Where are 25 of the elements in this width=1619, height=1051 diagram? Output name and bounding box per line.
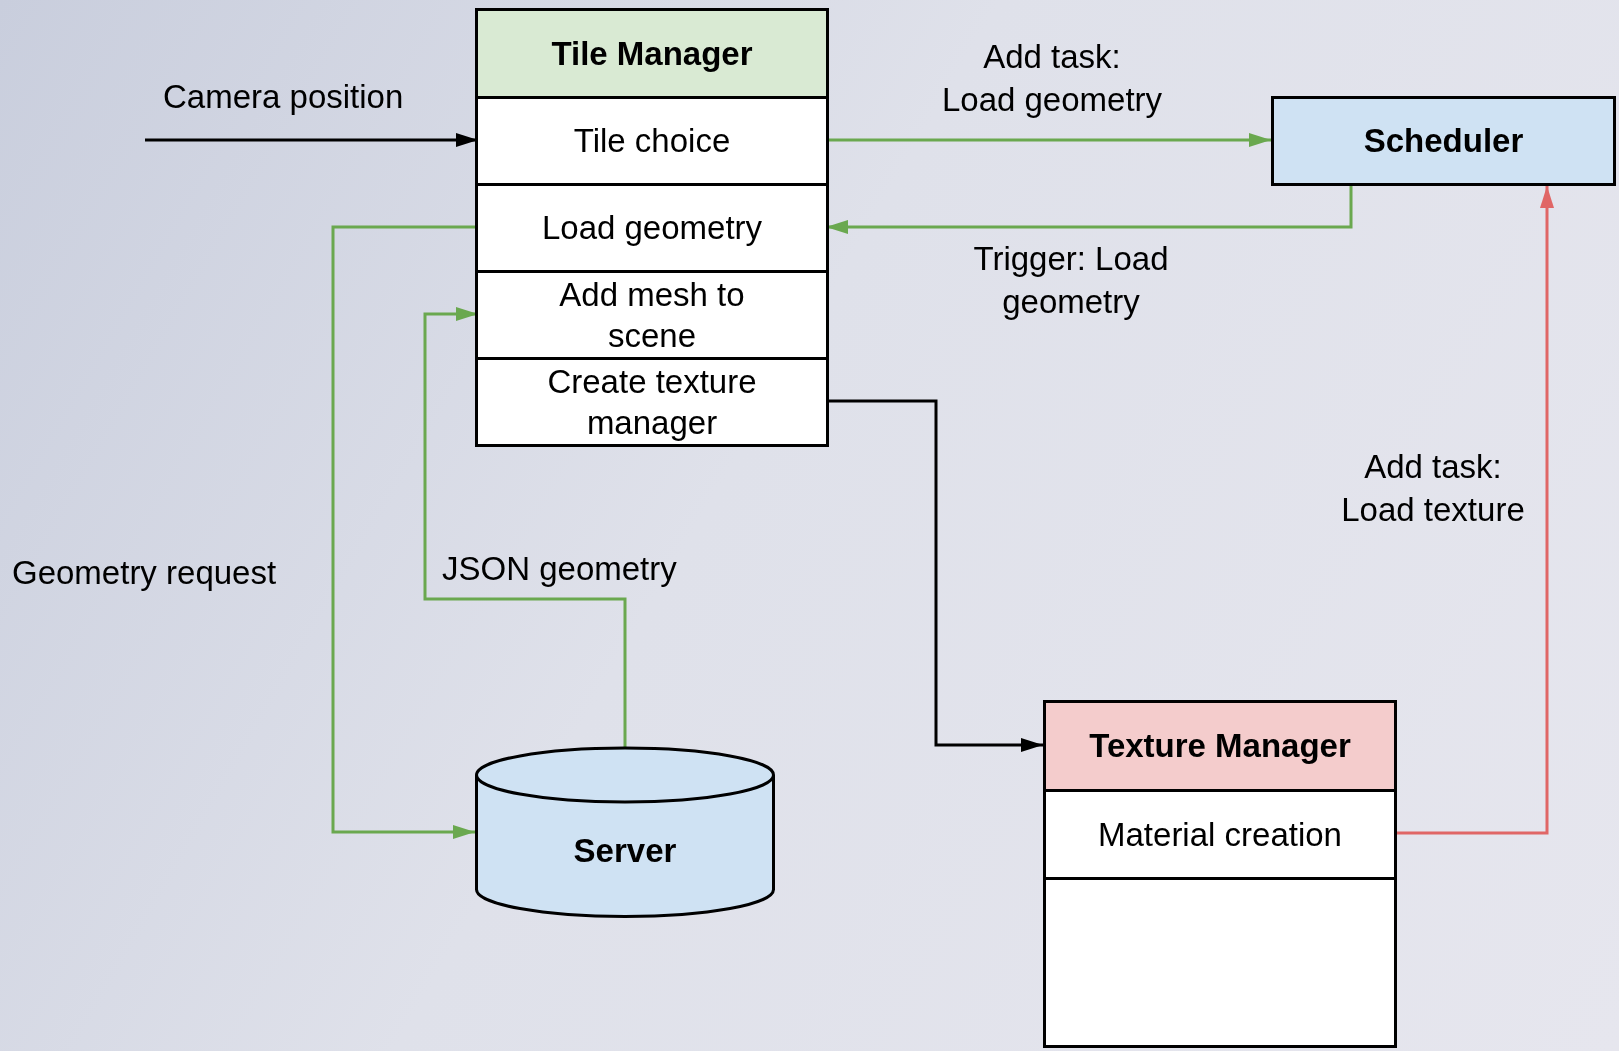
component-title: Scheduler [1363,120,1524,161]
empty-section [1046,877,1394,1045]
component-box [1043,700,1397,1048]
edge-label: Geometry request [12,553,277,593]
edge-label: JSON geometry [442,549,677,589]
edge-label: Trigger: Load geometry [972,239,1170,322]
section-label: Material creation [1098,814,1342,855]
arrow [423,307,627,748]
section-row [478,357,826,444]
section-row [478,270,826,357]
section-label: Add mesh to scene [558,274,746,356]
component-box [475,8,829,447]
edge-label: Add task: Load geometry [940,37,1164,120]
section-row [478,96,826,183]
section-row [478,183,826,270]
section-label: Load geometry [541,208,763,249]
section-label: Create texture manager [546,361,758,443]
component-title: Tile Manager [550,33,754,74]
component-title: Texture Manager [1088,726,1352,766]
section-label: Tile choice [573,121,731,162]
component-box [1271,96,1616,186]
database-label: Server [573,830,677,871]
edge-label: Add task: Load texture [1340,447,1526,530]
edge-label: Camera position [163,77,404,117]
section-row [1046,789,1394,877]
